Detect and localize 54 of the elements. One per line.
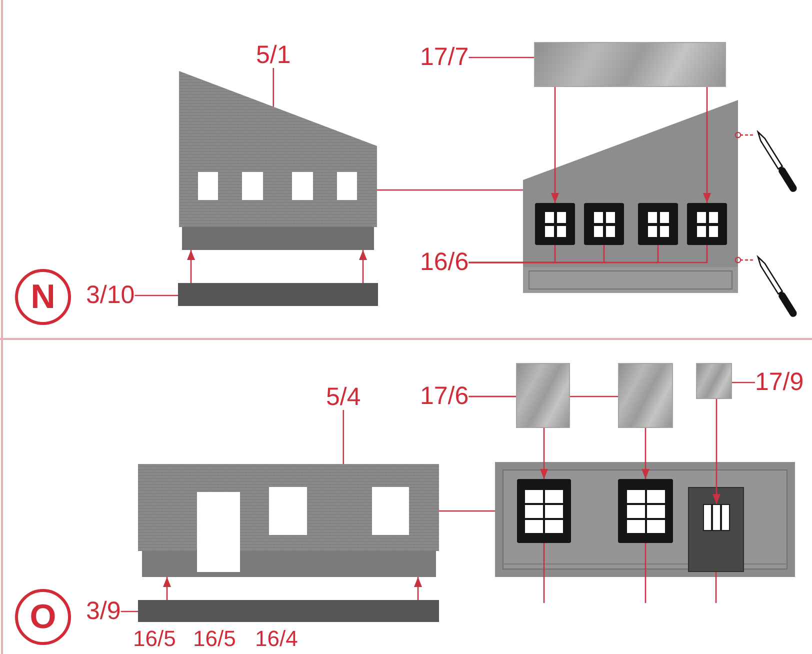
arrow xyxy=(540,428,548,479)
wall-panel xyxy=(138,464,439,577)
step-letter: N xyxy=(30,280,56,314)
leader-line xyxy=(468,245,708,264)
window-frame xyxy=(535,203,575,245)
leader-line xyxy=(644,543,646,603)
arrow xyxy=(359,250,367,283)
arrow xyxy=(414,577,422,600)
part-number: 16/4 xyxy=(255,628,298,650)
leader-line xyxy=(732,382,755,384)
glazing-panel xyxy=(618,363,673,428)
door-window xyxy=(703,504,730,531)
glazing-panel xyxy=(696,363,732,399)
base-strip xyxy=(178,283,378,306)
leader-line xyxy=(272,68,274,107)
window-frame xyxy=(584,203,624,245)
glazing-panel xyxy=(534,42,726,87)
window-frame xyxy=(638,203,678,245)
arrow xyxy=(187,250,195,283)
leader-line xyxy=(715,572,717,603)
leader-line xyxy=(468,56,534,58)
part-number: 16/5 xyxy=(193,628,236,650)
arrow xyxy=(712,399,720,504)
part-number: 3/10 xyxy=(86,283,135,308)
dashed-leader-line xyxy=(734,256,753,264)
base-strip xyxy=(138,600,439,622)
part-number: 17/6 xyxy=(420,384,469,409)
arrow xyxy=(703,87,711,203)
step-letter: O xyxy=(30,600,56,634)
part-number: 5/1 xyxy=(256,43,291,68)
window-frame xyxy=(687,203,727,245)
part-number: 5/4 xyxy=(326,385,361,410)
arrow xyxy=(642,428,650,479)
arrow xyxy=(163,577,171,600)
wall-panel xyxy=(495,462,795,577)
door xyxy=(688,487,744,572)
wall-panel xyxy=(179,71,377,250)
leader-line xyxy=(377,189,523,191)
wall-panel xyxy=(523,100,738,293)
leader-line xyxy=(342,410,344,464)
glazing-panel xyxy=(516,363,570,428)
window-frame xyxy=(517,479,571,543)
part-number: 16/6 xyxy=(420,250,469,275)
leader-line xyxy=(543,543,545,603)
window-frame xyxy=(618,479,673,543)
part-number: 17/9 xyxy=(755,370,804,395)
part-number: 3/9 xyxy=(86,599,121,624)
leader-line xyxy=(120,610,138,612)
dashed-leader-line xyxy=(734,132,753,138)
leader-line xyxy=(439,510,495,512)
arrow xyxy=(551,87,559,203)
leader-line xyxy=(134,294,178,296)
part-number: 17/7 xyxy=(420,45,469,70)
part-number: 16/5 xyxy=(133,628,176,650)
